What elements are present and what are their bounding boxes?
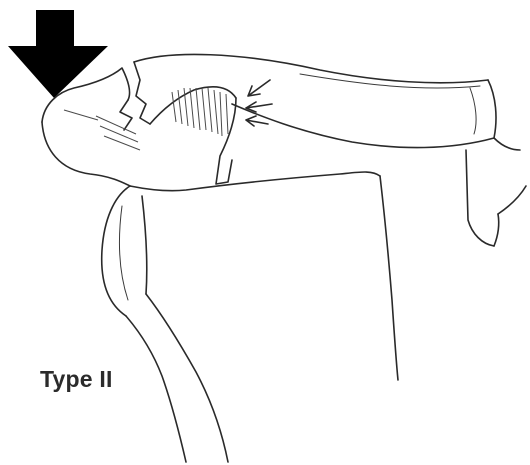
figure-caption: Type II	[40, 366, 113, 393]
scapula-body	[102, 150, 526, 462]
force-arrow-icon	[8, 10, 108, 98]
acromion-fracture-site	[42, 62, 272, 186]
